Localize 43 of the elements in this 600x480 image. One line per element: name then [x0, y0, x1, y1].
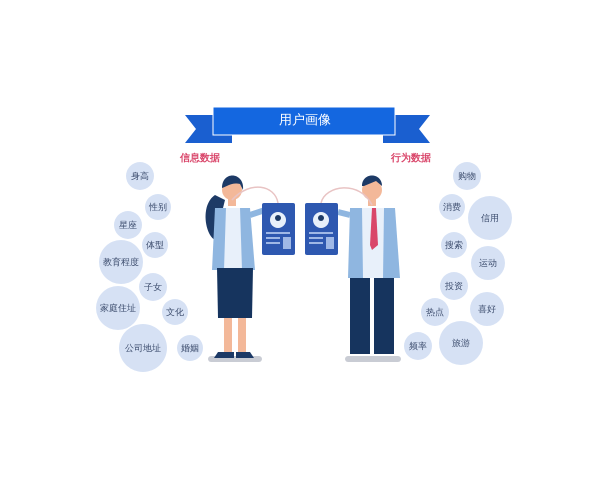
- banner-title: 用户画像: [278, 112, 332, 130]
- tag-bubble: [439, 321, 483, 365]
- tag-label: 婚姻: [181, 342, 199, 354]
- tag-bubble: [468, 196, 512, 240]
- tag-bubble: [142, 232, 168, 258]
- tag-label: 家庭住址: [100, 302, 136, 314]
- tag-bubble: [470, 292, 504, 326]
- tag-bubble: [162, 299, 188, 325]
- tag-bubble: [145, 194, 171, 220]
- group-heading: 信息数据: [180, 152, 220, 165]
- tag-label: 频率: [409, 340, 427, 352]
- tag-label: 消费: [443, 202, 461, 214]
- group-heading: 行为数据: [391, 152, 431, 165]
- tag-bubble: [96, 286, 140, 330]
- tag-bubble: [404, 332, 432, 360]
- tag-label: 文化: [166, 306, 184, 318]
- tag-label: 性别: [149, 202, 167, 214]
- tag-label: 星座: [119, 220, 137, 232]
- tag-label: 子女: [144, 282, 162, 294]
- tag-bubble: [421, 298, 449, 326]
- tag-bubble: [114, 211, 142, 239]
- tag-bubble: [119, 324, 167, 372]
- tag-bubble: [126, 162, 154, 190]
- tag-bubble: [453, 162, 481, 190]
- tag-bubble: [99, 240, 143, 284]
- tag-label: 投资: [445, 280, 463, 292]
- tag-label: 旅游: [452, 338, 470, 350]
- tag-label: 热点: [426, 306, 444, 318]
- tag-label: 身高: [131, 170, 149, 182]
- tag-label: 搜索: [445, 240, 463, 252]
- tag-label: 教育程度: [103, 256, 139, 268]
- tag-label: 信用: [481, 212, 499, 224]
- tag-bubble: [471, 246, 505, 280]
- tag-bubble: [177, 335, 203, 361]
- tag-label: 喜好: [478, 304, 496, 316]
- tag-label: 体型: [146, 240, 164, 252]
- tag-bubble: [139, 273, 167, 301]
- tag-bubble: [441, 232, 467, 258]
- tag-label: 公司地址: [125, 342, 161, 354]
- tag-label: 运动: [479, 258, 497, 270]
- tag-label: 购物: [458, 170, 476, 182]
- tag-bubble: [439, 194, 465, 220]
- tag-bubble: [440, 272, 468, 300]
